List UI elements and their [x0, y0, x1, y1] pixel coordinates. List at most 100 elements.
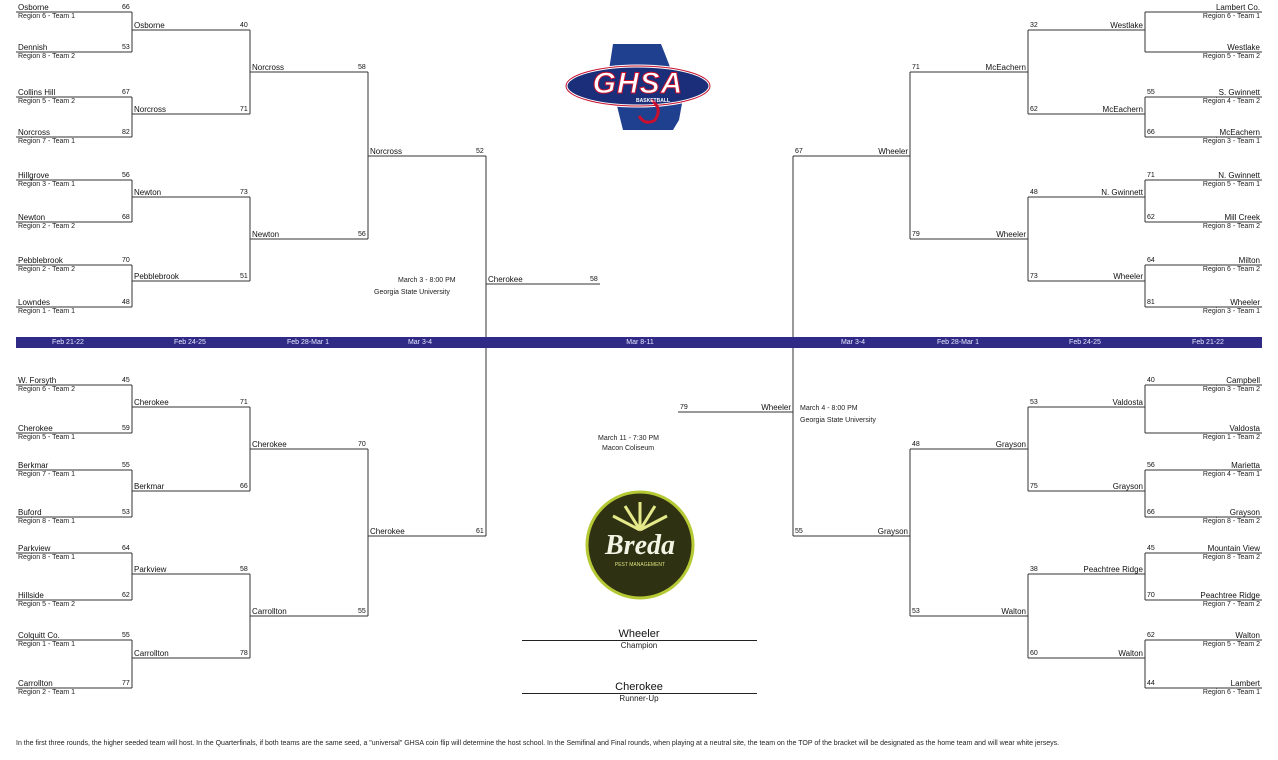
team-score: 58: [240, 566, 248, 573]
team-score: 70: [1147, 592, 1155, 599]
team-name: Wheeler: [1230, 298, 1260, 307]
team-name: Newton: [18, 213, 46, 222]
round-date: Feb 21-22: [1192, 339, 1224, 346]
breda-logo-subtitle: PEST MANAGEMENT: [614, 562, 666, 568]
team-score: 81: [1147, 299, 1155, 306]
team-name: McEachern: [1102, 105, 1143, 114]
team-seed: Region 7 - Team 2: [1202, 601, 1260, 608]
team-name: S. Gwinnett: [1218, 88, 1260, 97]
team-name: Norcross: [134, 105, 167, 114]
team-name: Osborne: [134, 21, 165, 30]
team-name: Grayson: [877, 527, 908, 536]
team-score: 58: [358, 64, 366, 71]
team-score: 55: [358, 608, 366, 615]
team-score: 56: [122, 172, 130, 179]
team-name: Valdosta: [1112, 398, 1143, 407]
team-name: Hillside: [18, 591, 44, 600]
team-seed: Region 5 - Team 2: [1202, 53, 1260, 60]
team-seed: Region 2 - Team 1: [18, 689, 76, 696]
team-name: Collins Hill: [18, 88, 56, 97]
team-name: Campbell: [1226, 376, 1260, 385]
team-name: McEachern: [1219, 128, 1260, 137]
team-seed: Region 8 - Team 1: [18, 518, 76, 525]
team-score: 62: [1030, 106, 1038, 113]
team-name: Peachtree Ridge: [1083, 565, 1143, 574]
team-score: 55: [122, 632, 130, 639]
team-score: 73: [1030, 273, 1038, 280]
team-score: 40: [240, 22, 248, 29]
team-score: 53: [122, 509, 130, 516]
team-score: 38: [1030, 566, 1038, 573]
team-name: Pebblebrook: [134, 272, 179, 281]
team-score: 82: [122, 129, 130, 136]
left-semi-date: March 3 - 8:00 PM: [398, 277, 456, 284]
team-seed: Region 1 - Team 1: [18, 308, 76, 315]
final-venue: Macon Coliseum: [602, 445, 655, 452]
team-score: 32: [1030, 22, 1038, 29]
team-score: 40: [1147, 377, 1155, 384]
champion-name: Wheeler: [618, 628, 660, 640]
breda-logo: Breda PEST MANAGEMENT: [585, 490, 695, 600]
ghsa-logo: GHSA BASKETBALL: [563, 40, 713, 134]
team-name: Mountain View: [1207, 544, 1260, 553]
team-name: Newton: [134, 188, 162, 197]
team-name: Marietta: [1231, 461, 1260, 470]
team-name: Parkview: [134, 565, 167, 574]
team-seed: Region 8 - Team 2: [18, 53, 76, 60]
team-score: 55: [122, 462, 130, 469]
right-semi-score: 79: [680, 404, 688, 411]
team-name: McEachern: [985, 63, 1026, 72]
team-name: Westlake: [1227, 43, 1260, 52]
team-score: 59: [122, 425, 130, 432]
team-name: Carrollton: [252, 607, 287, 616]
team-seed: Region 3 - Team 2: [1202, 386, 1260, 393]
right-semi-date: March 4 - 8:00 PM: [800, 405, 858, 412]
team-seed: Region 6 - Team 1: [1202, 689, 1260, 696]
team-seed: Region 7 - Team 1: [18, 138, 76, 145]
runnerup-line: [522, 693, 757, 694]
team-name: Dennish: [18, 43, 48, 52]
round-date: Feb 28-Mar 1: [286, 339, 330, 346]
team-score: 71: [1147, 172, 1155, 179]
team-seed: Region 5 - Team 2: [1202, 641, 1260, 648]
team-name: Walton: [1118, 649, 1143, 658]
team-seed: Region 6 - Team 1: [18, 13, 76, 20]
team-seed: Region 5 - Team 2: [18, 601, 76, 608]
team-name: Parkview: [18, 544, 51, 553]
breda-logo-text: Breda: [605, 530, 675, 561]
team-name: N. Gwinnett: [1101, 188, 1143, 197]
team-seed: Region 3 - Team 1: [1202, 138, 1260, 145]
team-score: 45: [1147, 545, 1155, 552]
team-name: Cherokee: [252, 440, 287, 449]
team-score: 75: [1030, 483, 1038, 490]
team-seed: Region 8 - Team 2: [1202, 223, 1260, 230]
team-seed: Region 4 - Team 1: [1202, 471, 1260, 478]
team-score: 66: [1147, 129, 1155, 136]
right-semi-team: Wheeler: [761, 403, 791, 412]
runnerup-name: Cherokee: [615, 681, 663, 693]
team-name: Norcross: [18, 128, 51, 137]
ghsa-logo-subtitle: BASKETBALL: [636, 98, 670, 104]
team-name: Peachtree Ridge: [1200, 591, 1260, 600]
team-score: 67: [795, 148, 803, 155]
team-name: N. Gwinnett: [1218, 171, 1260, 180]
team-seed: Region 8 - Team 1: [18, 554, 76, 561]
team-name: Osborne: [18, 3, 49, 12]
team-name: Grayson: [995, 440, 1026, 449]
team-name: Berkmar: [18, 461, 49, 470]
champion-label: Champion: [620, 641, 658, 650]
round-date: Mar 3-4: [840, 339, 866, 346]
team-seed: Region 5 - Team 1: [18, 434, 76, 441]
team-name: Milton: [1238, 256, 1260, 265]
team-name: Lowndes: [18, 298, 51, 307]
team-name: Norcross: [252, 63, 285, 72]
team-seed: Region 1 - Team 1: [18, 641, 76, 648]
team-score: 61: [476, 528, 484, 535]
team-name: Wheeler: [996, 230, 1026, 239]
team-score: 45: [122, 377, 130, 384]
breda-sun-icon: [585, 490, 695, 600]
team-score: 66: [122, 4, 130, 11]
team-score: 62: [1147, 214, 1155, 221]
date-band: [16, 337, 1262, 348]
